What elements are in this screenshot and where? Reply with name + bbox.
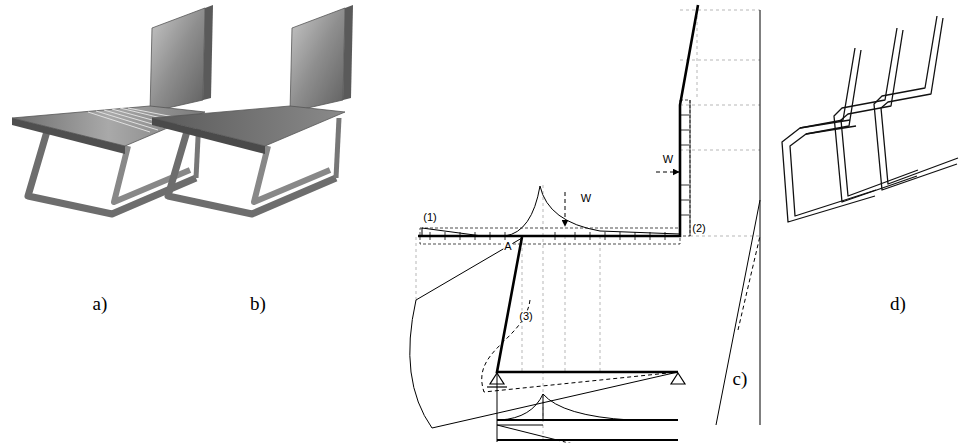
figure-line <box>681 215 689 216</box>
tube-frame <box>254 146 330 202</box>
callout-number: (3) <box>518 311 533 322</box>
figure-line <box>681 185 689 186</box>
figure-line <box>680 150 760 151</box>
figure-line <box>782 48 876 222</box>
figure-line <box>671 373 685 384</box>
column-diagram <box>716 200 760 425</box>
sketch-line <box>874 16 957 190</box>
chair-sketch <box>782 16 958 222</box>
frame-member <box>418 5 698 236</box>
shear-diagram <box>500 394 630 420</box>
panel-label: b) <box>250 294 266 313</box>
sketch-line <box>800 120 856 134</box>
figure-line <box>681 145 689 146</box>
figure-line <box>681 130 689 131</box>
support-symbol <box>487 373 685 387</box>
figure-line <box>680 105 760 106</box>
figure-line <box>874 16 958 190</box>
figure-line <box>96 111 158 130</box>
moment-curve <box>505 186 680 236</box>
moment-diagram <box>410 238 678 428</box>
sketch-line <box>790 50 876 216</box>
chair-render <box>12 5 213 214</box>
frame-member <box>497 237 678 372</box>
figure-line <box>565 236 566 372</box>
figure-line <box>600 236 601 372</box>
diagram-axis <box>497 439 678 441</box>
backrest-edge <box>343 5 353 100</box>
figure-line <box>680 10 760 11</box>
panel-label: a) <box>93 294 108 313</box>
seat-edge <box>12 118 125 154</box>
hatch <box>681 100 690 236</box>
sketch-line <box>782 48 875 222</box>
figure-line <box>522 236 523 372</box>
structural-diagram <box>410 5 760 443</box>
backrest-edge <box>203 5 213 100</box>
sketch-line <box>834 28 917 202</box>
panel-label: d) <box>890 294 906 313</box>
figure-line <box>681 200 689 201</box>
load-label: W <box>662 154 674 165</box>
column-diagram <box>738 236 760 330</box>
figure-line <box>680 60 760 61</box>
tube-frame <box>336 118 339 178</box>
moment-diagram <box>482 300 678 392</box>
seat-edge <box>152 118 265 154</box>
point-label: A <box>503 241 512 252</box>
grid-lines <box>416 10 760 440</box>
sketch-line <box>841 30 918 196</box>
diagram-axis <box>497 372 498 442</box>
panel-label: c) <box>733 369 748 388</box>
sketch-line <box>881 18 958 184</box>
backrest <box>150 8 205 112</box>
axial-diagram <box>497 425 543 426</box>
figure-line <box>697 10 698 100</box>
load-arrow <box>656 172 679 173</box>
figure-line <box>88 112 150 132</box>
figure-line <box>834 28 918 202</box>
axial-diagram <box>497 425 557 440</box>
figure-line <box>690 100 691 236</box>
backrest <box>290 8 345 112</box>
callout-number: (1) <box>422 212 437 223</box>
chair-render <box>152 5 353 214</box>
figure-line <box>416 236 417 300</box>
figure-line <box>681 115 689 116</box>
figure-line <box>690 236 760 237</box>
callout-number: (2) <box>691 223 706 234</box>
diagram-axis <box>497 419 678 421</box>
axial-diagram <box>557 440 585 443</box>
load-arrow <box>565 192 566 226</box>
column-diagram <box>760 10 761 425</box>
load-band <box>680 100 690 236</box>
load-label: W <box>580 193 592 204</box>
